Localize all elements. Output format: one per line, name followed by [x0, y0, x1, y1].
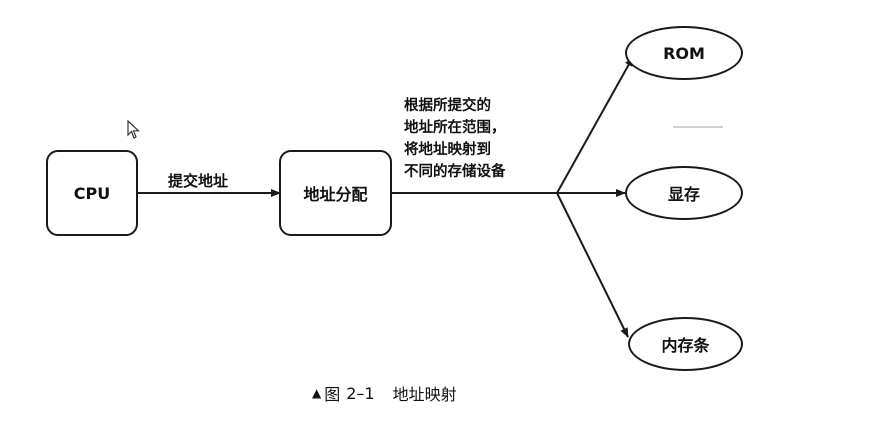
caption-marker-icon: ▲ [312, 386, 322, 400]
caption-prefix: 图 [324, 385, 341, 404]
edge-label-submit-address: 提交地址 [168, 172, 229, 190]
caption-number: 2–1 [346, 383, 375, 403]
cpu-box: CPU [46, 150, 138, 236]
note-line: 地址所在范围， [404, 120, 506, 136]
memory-stick-label: 内存条 [661, 336, 710, 355]
display-mem-node: 显存 [625, 166, 743, 220]
mouse-pointer-icon [127, 120, 141, 139]
note-line: 不同的存储设备 [404, 164, 506, 180]
address-alloc-box: 地址分配 [279, 150, 392, 236]
memory-stick-node: 内存条 [628, 317, 743, 371]
rom-label: ROM [663, 43, 705, 63]
note-line: 将地址映射到 [404, 142, 491, 158]
rom-node: ROM [625, 26, 743, 80]
arrow-to-rom [556, 56, 634, 194]
cpu-label: CPU [73, 183, 111, 203]
display-mem-label: 显存 [667, 185, 700, 204]
address-alloc-label: 地址分配 [303, 185, 368, 204]
figure-caption: ▲ 图 2–1 地址映射 [312, 381, 457, 405]
arrow-to-memory-stick [556, 192, 629, 338]
mapping-note: 根据所提交的 地址所在范围， 将地址映射到 不同的存储设备 [404, 95, 506, 183]
caption-title: 地址映射 [392, 385, 457, 404]
note-line: 根据所提交的 [404, 98, 491, 114]
